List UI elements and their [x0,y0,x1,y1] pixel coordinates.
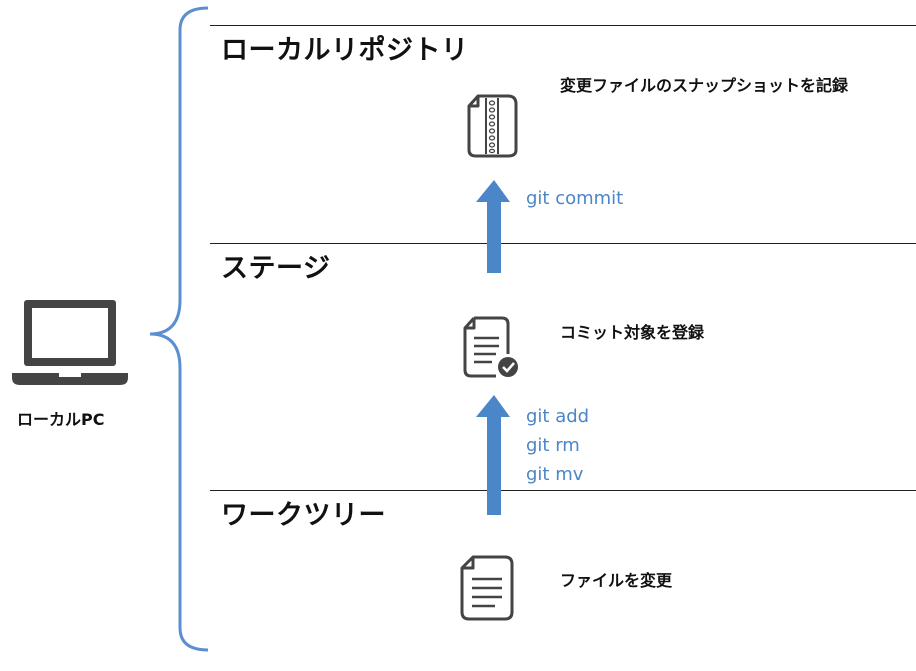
git-commit-command: git commit [526,188,624,209]
add-arrow-icon [476,395,510,515]
laptop-icon [12,300,128,385]
document-check-icon [463,316,518,378]
git-mv-command: git mv [526,464,584,485]
repository-divider [210,25,916,26]
document-icon [460,555,514,621]
brace-icon [149,6,209,652]
pc-label: ローカルPC [17,410,105,429]
worktree-description: ファイルを変更 [560,571,673,590]
stage-description: コミット対象を登録 [560,323,705,342]
commit-arrow-icon [476,180,510,273]
git-add-command: git add [526,406,590,427]
repository-title: ローカルリポジトリ [221,35,469,66]
stage-title: ステージ [221,253,331,284]
worktree-title: ワークツリー [221,500,386,531]
stage-divider [210,243,916,244]
zip-file-icon [467,94,518,158]
repository-description: 変更ファイルのスナップショットを記録 [560,76,849,95]
git-rm-command: git rm [526,435,580,456]
worktree-divider [210,490,916,491]
